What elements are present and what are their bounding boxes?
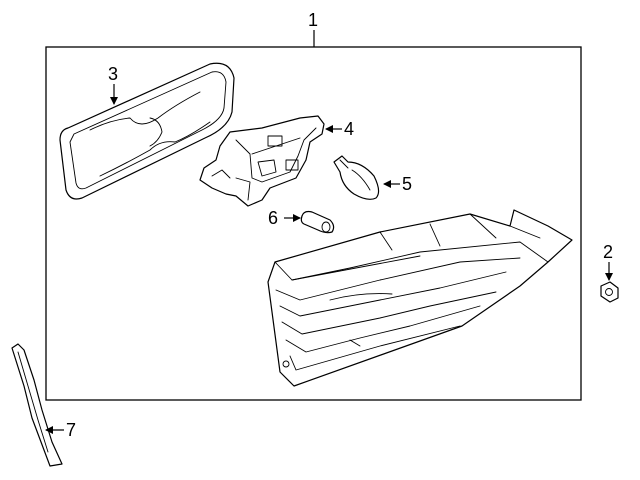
bulb-5-part xyxy=(333,155,380,200)
gasket-part xyxy=(59,62,235,200)
socket-bracket-part xyxy=(199,115,325,207)
seal-strip-part xyxy=(11,343,63,467)
callout-3-label: 3 xyxy=(108,64,118,84)
callout-4-label: 4 xyxy=(344,119,354,139)
callout-5-label: 5 xyxy=(402,174,412,194)
callout-6-label: 6 xyxy=(268,208,278,228)
tail-lamp-part xyxy=(267,209,573,387)
bulb-6-part xyxy=(300,210,335,234)
callout-2-label: 2 xyxy=(603,242,613,262)
callout-1-label: 1 xyxy=(308,10,318,30)
nut-part xyxy=(600,281,619,303)
callout-7-label: 7 xyxy=(66,420,76,440)
